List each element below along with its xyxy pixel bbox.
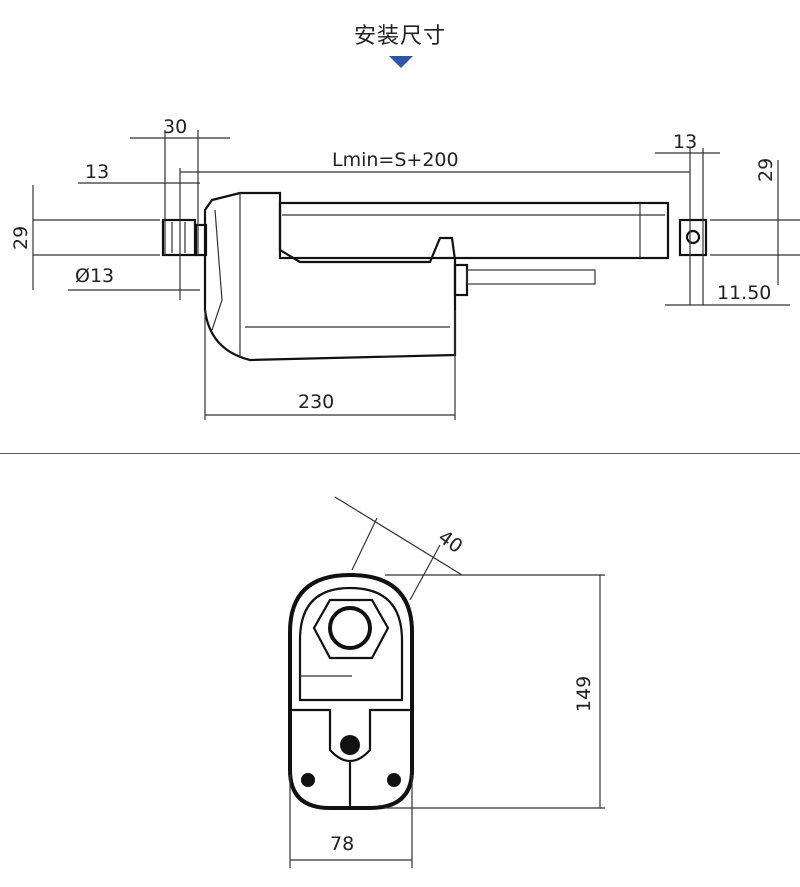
down-triangle-icon [389,56,413,68]
end-dimension-lines [289,496,605,868]
dim-label-149: 149 [573,676,595,712]
dim-label-30: 30 [163,116,187,138]
dim-label-11-50: 11.50 [717,282,771,304]
dim-label-29-left: 29 [10,226,32,250]
dim-label-78: 78 [330,833,354,855]
dim-label-lmin: Lmin=S+200 [332,149,459,171]
dim-label-13-left: 13 [85,161,109,183]
actuator-end-view [288,572,414,810]
side-dimension-lines [32,130,800,420]
actuator-side-view [161,191,708,362]
dim-label-40: 40 [434,526,466,558]
section-title: 安装尺寸 [353,24,446,49]
dim-label-230: 230 [298,391,334,413]
section-divider [0,453,800,454]
dim-label-29-right: 29 [755,158,777,182]
dim-label-dia13: Ø13 [75,265,114,287]
dim-label-13-right: 13 [673,131,697,153]
